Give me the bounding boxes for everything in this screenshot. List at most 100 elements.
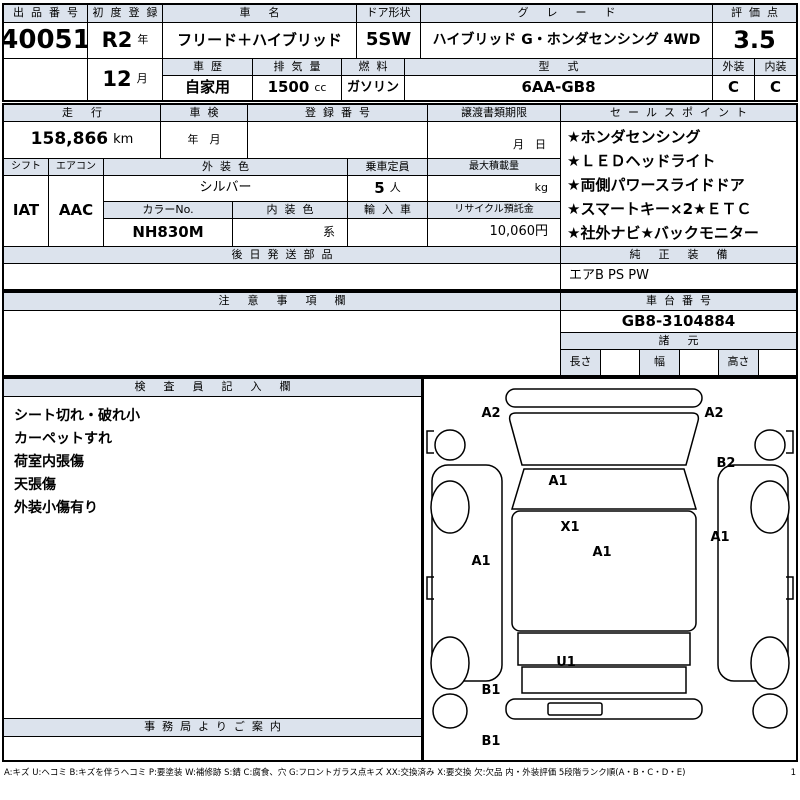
spec-length-label: 長さ — [560, 349, 601, 376]
rear-bumper-shape — [505, 698, 703, 720]
first-reg-year: R2 — [101, 28, 133, 53]
specs-label: 諸元 — [560, 332, 797, 350]
left-front-corner-shape — [434, 429, 466, 461]
sales-point-item: ★ホンダセンシング — [567, 128, 701, 146]
exterior-color-value: シルバー — [103, 175, 348, 202]
damage-mark: A2 — [704, 406, 723, 421]
hood-shape — [508, 412, 700, 466]
notes-label: 注意事項欄 — [3, 292, 561, 311]
sales-point-item: ★ＬＥＤヘッドライト — [567, 152, 716, 170]
displacement-unit: cc — [314, 80, 327, 94]
damage-mark: A1 — [710, 530, 729, 545]
interior-color-label: 内装色 — [232, 201, 348, 219]
front-bumper-shape — [505, 388, 703, 408]
left-bracket-mark — [426, 430, 434, 454]
max-load-unit: kg — [427, 175, 561, 202]
color-no-value: NH830M — [103, 218, 233, 247]
mileage-value: 158,866 — [30, 129, 109, 150]
left-side-panel-shape — [431, 464, 503, 682]
inspector-notes: シート切れ・破れ小 カーペットすれ 荷室内張傷 天張傷 外装小傷有り — [3, 396, 422, 719]
right-side-panel-shape — [717, 464, 789, 682]
left-rear-corner-shape — [432, 693, 468, 729]
grade-value: ハイブリッド G・ホンダセンシング 4WD — [420, 22, 713, 59]
capacity-cell: 5 人 — [347, 175, 428, 202]
displacement-value: 1500 — [267, 78, 310, 97]
right-bracket-mark — [786, 576, 794, 600]
right-rear-corner-shape — [752, 693, 788, 729]
mileage-unit: km — [113, 131, 134, 147]
left-bracket-mark — [426, 576, 434, 600]
interior-grade-label: 内装 — [754, 58, 797, 76]
notes-value — [3, 310, 561, 376]
page-number: 1 — [790, 768, 796, 778]
sales-point-item: ★スマートキー×2★ＥＴＣ — [567, 200, 752, 218]
genuine-equipment-label: 純正装備 — [560, 246, 797, 264]
legend-text: A:キズ U:ヘコミ B:キズを伴うヘコミ P:要塗装 W:補修跡 S:錆 C:… — [4, 768, 686, 778]
import-car-value — [347, 218, 428, 247]
aircon-label: エアコン — [48, 158, 104, 176]
damage-mark: A1 — [471, 554, 490, 569]
roof-shape — [511, 510, 697, 632]
inspector-note-line: シート切れ・破れ小 — [14, 408, 140, 424]
exterior-grade-label: 外装 — [712, 58, 755, 76]
spec-length-value — [600, 349, 640, 376]
later-parts-value — [3, 263, 561, 290]
door-shape-label: ドア形状 — [356, 4, 421, 23]
office-value — [3, 736, 422, 761]
reg-no-label: 登録番号 — [247, 104, 428, 122]
shift-value: IAT — [3, 175, 49, 247]
reg-no-value — [247, 121, 428, 159]
damage-mark: A1 — [548, 474, 567, 489]
interior-grade-value: C — [754, 75, 797, 101]
first-reg-year-unit: 年 — [137, 33, 149, 47]
mileage-label: 走行 — [3, 104, 161, 122]
damage-mark: B1 — [482, 734, 501, 749]
first-reg-month: 12 — [102, 67, 132, 92]
windshield-shape — [510, 468, 698, 510]
inspector-note-line: カーペットすれ — [14, 431, 112, 447]
inspector-note-line: 外装小傷有り — [14, 500, 98, 516]
interior-color-value: 系 — [232, 218, 348, 247]
damage-mark: U1 — [556, 655, 576, 670]
fuel-label: 燃料 — [341, 58, 405, 76]
license-plate-shape — [547, 702, 603, 716]
car-name-value: フリード＋ハイブリッド — [162, 22, 357, 59]
auction-no-spacer — [3, 58, 88, 101]
damage-mark: A2 — [481, 406, 500, 421]
chassis-no-label: 車台番号 — [560, 292, 797, 311]
left-front-wheel-shape — [430, 480, 470, 534]
office-label: 事務局よりご案内 — [3, 718, 422, 737]
grade-label: グレード — [420, 4, 713, 23]
spec-width-label: 幅 — [639, 349, 680, 376]
recycle-deposit-label: リサイクル預託金 — [427, 201, 561, 219]
fuel-value: ガソリン — [341, 75, 405, 101]
damage-mark: X1 — [560, 520, 579, 535]
history-value: 自家用 — [162, 75, 253, 101]
history-label: 車歴 — [162, 58, 253, 76]
shift-label: シフト — [3, 158, 49, 176]
first-reg-month-cell: 12 月 — [87, 58, 163, 101]
spec-height-label: 高さ — [718, 349, 759, 376]
door-shape-value: 5SW — [356, 22, 421, 59]
model-code-label: 型式 — [404, 58, 713, 76]
right-rear-wheel-shape — [750, 636, 790, 690]
genuine-equipment-value: エアB PS PW — [560, 263, 797, 290]
color-no-label: カラーNo. — [103, 201, 233, 219]
capacity-label: 乗車定員 — [347, 158, 428, 176]
capacity-value: 5 — [374, 178, 385, 197]
model-code-value: 6AA-GB8 — [404, 75, 713, 101]
sales-point-item: ★両側パワースライドドア — [567, 176, 745, 194]
sales-points-label: セールスポイント — [560, 104, 797, 122]
right-front-corner-shape — [754, 429, 786, 461]
rear-window-shape — [517, 632, 691, 666]
score-label: 評価点 — [712, 4, 797, 23]
displacement-cell: 1500 cc — [252, 75, 342, 101]
transfer-deadline-label: 譲渡書類期限 — [427, 104, 561, 122]
inspector-note-line: 荷室内張傷 — [14, 454, 84, 470]
tailgate-shape — [521, 666, 687, 694]
left-rear-wheel-shape — [430, 636, 470, 690]
capacity-unit: 人 — [389, 181, 401, 195]
first-reg-label: 初度登録 — [87, 4, 163, 23]
inspection-label: 車検 — [160, 104, 248, 122]
